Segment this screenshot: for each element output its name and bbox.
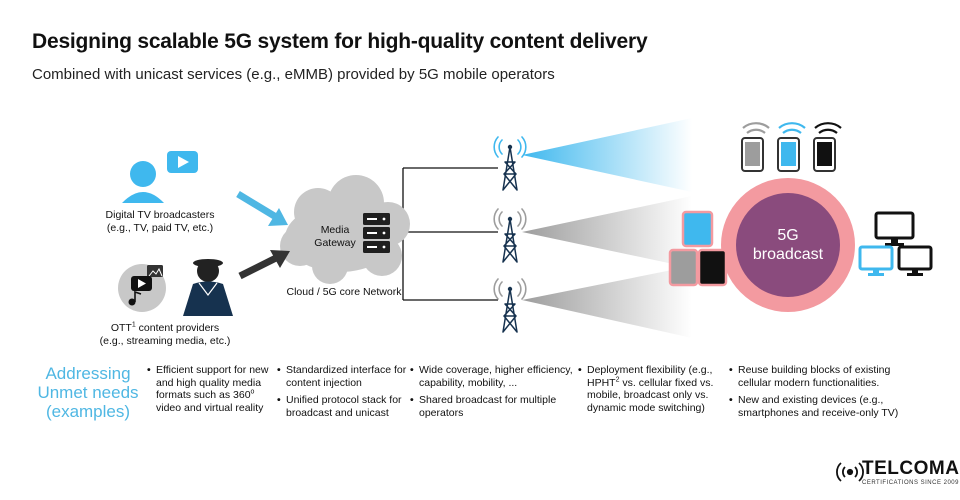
media-gateway-label: Media Gateway [314, 224, 356, 249]
needs-column-3: Wide coverage, higher efficiency, capabi… [410, 364, 575, 424]
arrow-icon [236, 191, 288, 226]
broadcasters-label: Digital TV broadcasters (e.g., TV, paid … [105, 209, 215, 234]
tablet-icon [697, 248, 728, 287]
logo-tagline: CERTIFICATIONS SINCE 2009 [862, 480, 959, 486]
broadcast-beam-grey-1 [522, 196, 692, 268]
monitor-icon [858, 245, 894, 276]
broadcast-beam-grey-2 [522, 266, 692, 338]
needs-column-2: Standardized interface for content injec… [277, 364, 409, 424]
monitor-icon [897, 245, 933, 276]
ott-person-icon [183, 259, 233, 316]
needs-item: Deployment flexibility (e.g., HPHT2 vs. … [578, 364, 728, 414]
needs-item: Wide coverage, higher efficiency, capabi… [410, 364, 575, 389]
telcoma-logo-icon [836, 462, 864, 482]
unmet-needs-heading: Addressing Unmet needs (examples) [37, 364, 139, 421]
needs-item: New and existing devices (e.g., smartpho… [729, 394, 909, 419]
monitor-icon [874, 211, 915, 246]
ott-label: OTT1 content providers (e.g., streaming … [99, 321, 231, 348]
needs-column-4: Deployment flexibility (e.g., HPHT2 vs. … [578, 364, 728, 419]
tower-icon [493, 278, 527, 333]
broadcast-beam-blue [522, 118, 692, 192]
tower-icon [493, 136, 527, 191]
broadcast-label: broadcast [753, 246, 824, 263]
tablet-icon [681, 210, 714, 248]
needs-column-1: Efficient support for new and high quali… [147, 364, 272, 419]
streaming-media-icon [118, 264, 166, 312]
needs-item: Reuse building blocks of existing cellul… [729, 364, 909, 389]
arrow-icon [238, 250, 290, 280]
needs-item: Unified protocol stack for broadcast and… [277, 394, 409, 419]
needs-item: Shared broadcast for multiple operators [410, 394, 575, 419]
broadcaster-person-icon [122, 161, 164, 203]
phone-icon [741, 122, 770, 172]
page-title: Designing scalable 5G system for high-qu… [32, 30, 648, 53]
logo-wordmark: TELCOMA [862, 458, 960, 479]
page-subtitle: Combined with unicast services (e.g., eM… [32, 66, 555, 83]
needs-column-5: Reuse building blocks of existing cellul… [729, 364, 909, 424]
tablet-icon [668, 248, 699, 287]
broadcast-core [736, 193, 840, 297]
play-icon [167, 151, 198, 173]
tower-icon [493, 208, 527, 263]
needs-item: Standardized interface for content injec… [277, 364, 409, 389]
cloud-network-label: Cloud / 5G core Network [286, 286, 402, 298]
phone-icon [777, 122, 806, 172]
server-icon [363, 213, 390, 253]
phone-icon [813, 122, 842, 172]
needs-item: Efficient support for new and high quali… [147, 364, 272, 414]
broadcast-label: 5G [777, 227, 798, 244]
